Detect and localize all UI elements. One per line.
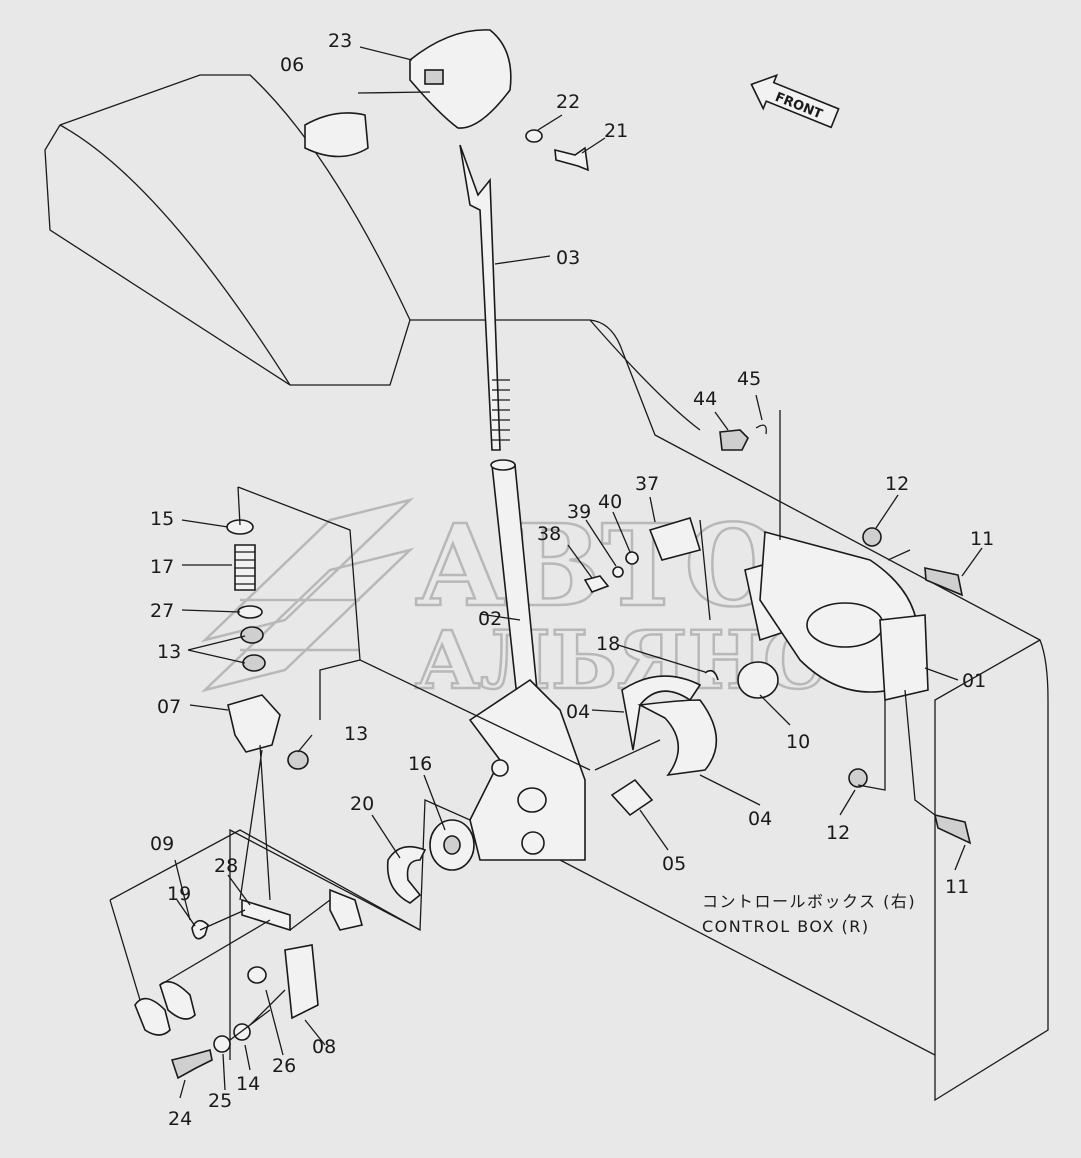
bolt-44 [719, 429, 749, 451]
watermark-logo [200, 497, 415, 693]
callout-22: 22 [556, 91, 580, 113]
callout-07: 07 [157, 696, 181, 718]
callout-25: 25 [208, 1090, 232, 1112]
nut-13a [240, 626, 264, 644]
callout-27: 27 [150, 600, 174, 622]
front-arrow-icon [750, 73, 840, 129]
front-arrow: FRONT [750, 73, 840, 129]
callout-16: 16 [408, 753, 432, 775]
screw-21 [554, 146, 589, 172]
callout-13b: 13 [344, 723, 368, 745]
washer-22 [525, 129, 543, 143]
callout-26: 26 [272, 1055, 296, 1077]
washer-40 [625, 551, 639, 565]
lever-hole [517, 787, 547, 813]
screw-38 [583, 575, 610, 593]
callout-11b: 11 [945, 876, 969, 898]
nut-12b [848, 768, 868, 788]
callout-leaders [174, 46, 983, 1099]
lever-pin [521, 831, 545, 855]
bracket-08 [284, 944, 319, 1020]
callout-28: 28 [214, 855, 238, 877]
knob-23 [409, 29, 512, 129]
washer-26 [247, 966, 267, 984]
nut-13c [287, 750, 309, 770]
washer-39 [612, 566, 624, 578]
callout-10: 10 [786, 731, 810, 753]
callout-37: 37 [635, 473, 659, 495]
left-parts [134, 519, 475, 1080]
callout-44: 44 [693, 388, 717, 410]
bracket-07 [227, 694, 281, 753]
lever-boss [491, 759, 509, 777]
caption: コントロールボックス (右) CONTROL BOX (R) [702, 892, 916, 936]
callout-20: 20 [350, 793, 374, 815]
bolt-24 [170, 1048, 213, 1080]
lever-assembly [304, 29, 589, 726]
callout-17: 17 [150, 556, 174, 578]
callout-05: 05 [662, 853, 686, 875]
housing-bore [806, 602, 884, 648]
knob-slot [424, 69, 444, 85]
watermark-line1: АВТО [415, 501, 782, 632]
plate-37 [648, 517, 702, 561]
lever-plate [468, 678, 586, 861]
segment-04a [621, 675, 702, 751]
bolt-11a [924, 566, 964, 597]
leader-lines [109, 410, 936, 1041]
callout-01: 01 [962, 670, 986, 692]
callout-08: 08 [312, 1036, 336, 1058]
callout-24: 24 [168, 1108, 192, 1130]
clip-20 [386, 845, 427, 904]
callout-labels: 01 02 03 04 04 05 06 07 08 09 10 11 11 1… [150, 30, 994, 1130]
rod-top [490, 459, 516, 471]
rod-03 [459, 144, 501, 451]
callout-23: 23 [328, 30, 352, 52]
caption-en: CONTROL BOX (R) [702, 917, 870, 936]
callout-15: 15 [150, 508, 174, 530]
bushing-10 [737, 661, 779, 699]
right-parts [583, 424, 972, 845]
callout-19: 19 [167, 883, 191, 905]
callout-21: 21 [604, 120, 628, 142]
callout-40: 40 [598, 491, 622, 513]
bolt-11b [933, 813, 972, 845]
plate-09a [134, 997, 171, 1036]
roller-05 [610, 778, 654, 817]
callout-12b: 12 [826, 822, 850, 844]
callout-14: 14 [236, 1073, 260, 1095]
callout-02: 02 [478, 608, 502, 630]
callout-04a: 04 [566, 701, 590, 723]
callout-18: 18 [596, 633, 620, 655]
seat-outline [44, 74, 1049, 1102]
callout-04b: 04 [748, 808, 772, 830]
segment-04b [637, 699, 718, 777]
callout-38: 38 [537, 523, 561, 545]
nut-13b [242, 654, 266, 672]
callout-39: 39 [567, 501, 591, 523]
washer-27 [237, 605, 263, 619]
callout-06: 06 [280, 54, 304, 76]
pin-bracket [329, 888, 363, 931]
plate-09b [159, 980, 196, 1020]
caption-jp: コントロールボックス (右) [702, 892, 916, 911]
callout-03: 03 [556, 247, 580, 269]
cap-06 [304, 112, 369, 158]
callout-12a: 12 [885, 473, 909, 495]
bracket-01 [879, 614, 929, 701]
nut-12a [862, 527, 882, 547]
callout-11a: 11 [970, 528, 994, 550]
washer-25 [213, 1035, 231, 1053]
callout-45: 45 [737, 368, 761, 390]
clip-18 [704, 669, 719, 681]
callout-13a: 13 [157, 641, 181, 663]
callout-09: 09 [150, 833, 174, 855]
